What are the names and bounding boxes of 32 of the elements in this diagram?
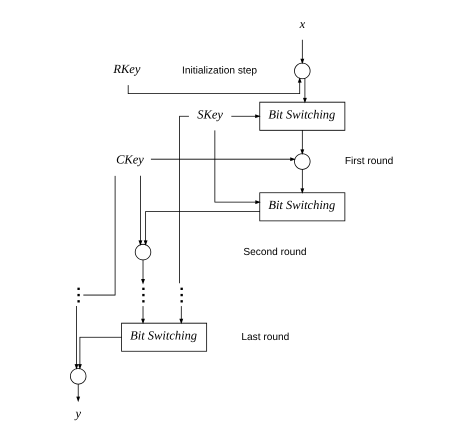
arrow xyxy=(300,169,304,194)
node-text: CKey xyxy=(116,152,144,167)
arrow xyxy=(76,384,80,402)
node-circle xyxy=(294,153,311,170)
arrow xyxy=(300,130,304,155)
label: Initialization step xyxy=(182,66,258,77)
arrow xyxy=(78,336,122,370)
node-box: Bit Switching xyxy=(259,102,346,131)
node-text: y xyxy=(75,406,82,421)
arrow xyxy=(303,78,307,104)
connector xyxy=(82,175,116,296)
node-circle xyxy=(294,62,311,80)
label: Last round xyxy=(241,332,290,343)
label: First round xyxy=(344,156,394,168)
arrow xyxy=(141,260,145,285)
arrow xyxy=(214,130,261,204)
arrow xyxy=(150,157,296,162)
node-text: RKey xyxy=(113,62,140,76)
node-circle xyxy=(134,244,152,260)
arrow xyxy=(138,175,142,246)
node-box: Bit Switching xyxy=(121,322,208,352)
arrow xyxy=(141,306,145,324)
arrow xyxy=(74,306,78,370)
node-text: SKey xyxy=(197,107,223,122)
node-circle xyxy=(70,368,86,384)
label: Second round xyxy=(243,246,307,258)
arrow xyxy=(179,306,184,324)
node-box: Bit Switching xyxy=(259,192,346,222)
arrow xyxy=(144,211,260,246)
arrow xyxy=(230,114,261,118)
node-text: x xyxy=(300,16,306,31)
arrow xyxy=(300,39,304,64)
